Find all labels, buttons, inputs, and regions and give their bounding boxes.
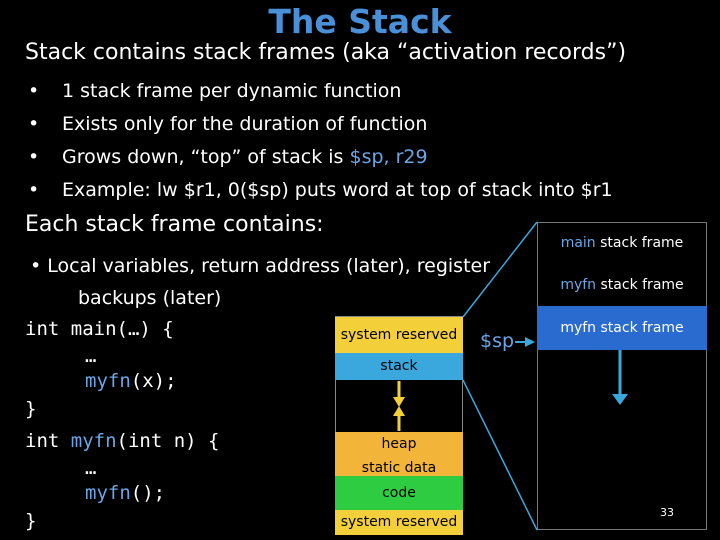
memory-heap: heap [335, 432, 463, 461]
memory-stack: stack [335, 353, 463, 380]
code-line: int myfn(int n) { [25, 430, 220, 452]
memory-system-reserved-bottom: system reserved [335, 510, 463, 535]
slide-title: The Stack [268, 2, 452, 41]
register-highlight: $sp, r29 [349, 146, 428, 168]
stack-frame-main: main stack frame [560, 235, 684, 251]
memory-system-reserved-top: system reserved [335, 317, 463, 353]
sp-pointer-label: $sp [480, 330, 515, 352]
stack-frame-myfn-current: myfn stack frame [537, 306, 707, 350]
code-line: } [25, 398, 37, 420]
frames-bullet: • Local variables, return address (later… [30, 255, 491, 309]
stack-growth-arrowhead [393, 397, 405, 407]
code-line: int main(…) { [25, 318, 174, 340]
bullet-item: •Grows down, “top” of stack is $sp, r29 [28, 146, 428, 168]
bullet-item: •Example: lw $r1, 0($sp) puts word at to… [28, 179, 613, 201]
code-line: } [25, 510, 37, 532]
code-line: … [85, 345, 97, 367]
code-line: myfn(x); [85, 370, 177, 392]
memory-code: code [335, 476, 463, 510]
bullet-item: •Exists only for the duration of functio… [28, 113, 428, 135]
zoom-line-bottom [462, 379, 538, 531]
page-number: 33 [660, 506, 674, 519]
stack-frames-column [537, 222, 707, 530]
memory-static-data: static data [335, 461, 463, 476]
frame-growth-arrowhead [612, 394, 628, 405]
frames-heading: Each stack frame contains: [25, 212, 324, 237]
stack-frame-myfn: myfn stack frame [560, 277, 684, 293]
code-line: … [85, 457, 97, 479]
bullet-item: •1 stack frame per dynamic function [28, 80, 402, 102]
code-line: myfn(); [85, 482, 166, 504]
slide-subtitle: Stack contains stack frames (aka “activa… [25, 40, 627, 65]
zoom-line-top [462, 221, 538, 318]
heap-growth-arrowhead [393, 406, 405, 416]
